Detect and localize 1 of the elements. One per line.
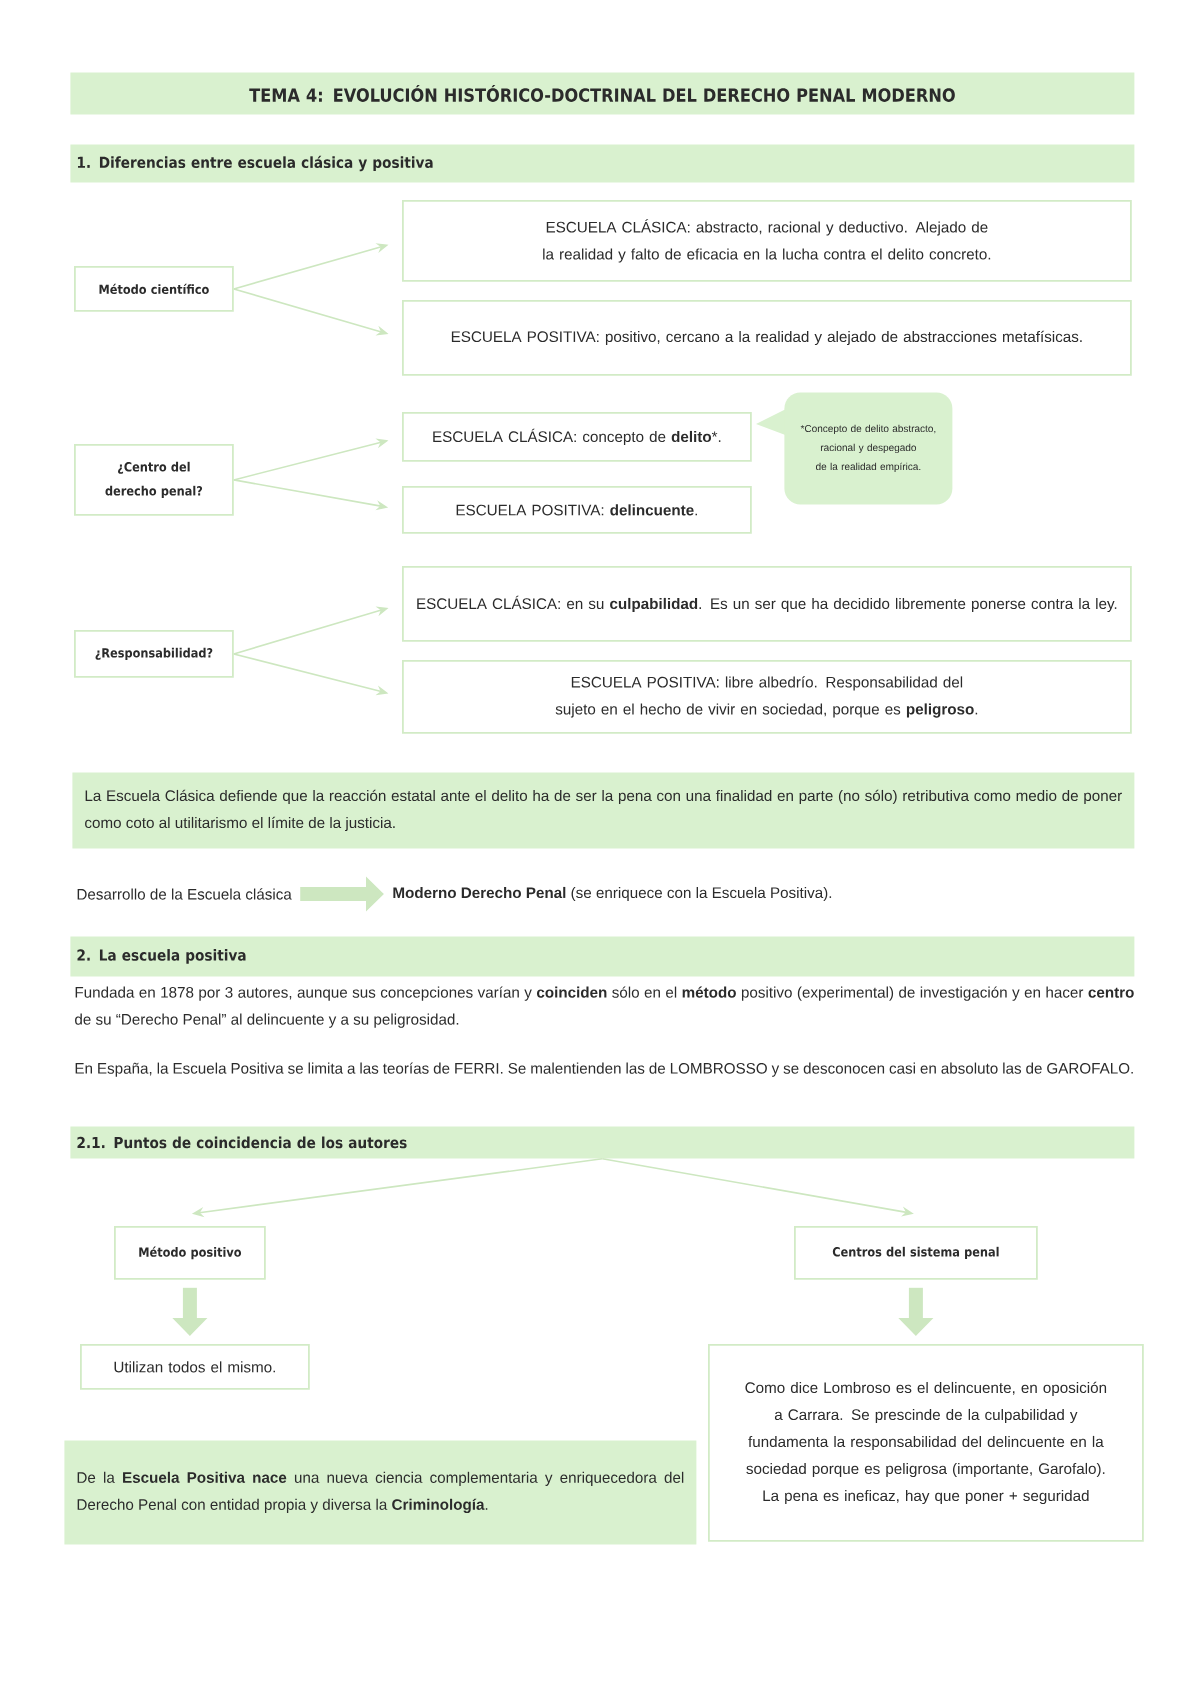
title-band: TEMA 4: EVOLUCIÓN HISTÓRICO-DOCTRINAL DEL DERECHO PENAL MODERNO [70, 72, 1135, 115]
